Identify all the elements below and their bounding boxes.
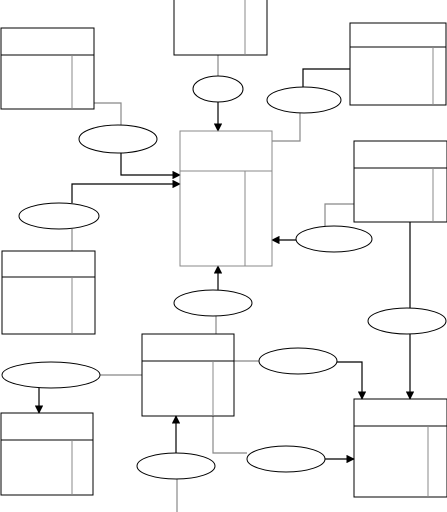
connectors	[34, 55, 415, 512]
entity-box	[173, 0, 268, 56]
relationships	[1, 75, 447, 480]
entity-center	[179, 130, 273, 267]
entity-box	[0, 412, 94, 496]
relationship-center-right	[258, 347, 338, 375]
relationship-bottom-right	[246, 445, 326, 473]
connector-left-upper-arrow	[120, 153, 181, 180]
connector-top-left-entity	[94, 102, 122, 125]
connector-top-right-entity	[302, 68, 350, 87]
entity-box	[353, 140, 447, 223]
relationship-left-upper	[78, 124, 158, 154]
entity-box	[353, 398, 447, 498]
relationship-center-bottom	[173, 289, 253, 317]
connector-right-mid-entity	[324, 203, 354, 226]
entity-box	[141, 333, 235, 417]
entity-top-left	[0, 27, 95, 110]
relationship-top-right	[266, 86, 342, 114]
connector-bottom-entity-down	[212, 416, 247, 454]
entity-top-center	[173, 0, 268, 56]
connector-center-right-arrow	[337, 361, 367, 400]
entity-box	[0, 27, 95, 110]
relationship-right-lower	[367, 307, 447, 335]
connector-top-right-center	[272, 113, 301, 142]
entities	[0, 0, 447, 498]
entity-bottom-right	[353, 398, 447, 498]
entity-box	[349, 22, 447, 106]
entity-bottom-center	[141, 333, 235, 417]
entity-box	[179, 130, 273, 267]
relationship-left-mid	[18, 202, 100, 230]
entity-left-mid	[1, 250, 96, 335]
entity-top-right	[349, 22, 447, 106]
relationship-right-mid	[295, 225, 373, 253]
entity-box	[1, 250, 96, 335]
entity-bottom-left	[0, 412, 94, 496]
relationship-bottom-center	[136, 452, 216, 480]
relationship-left-lower	[1, 361, 101, 389]
entity-right-mid	[353, 140, 447, 223]
relationship-top-center	[192, 75, 244, 103]
connector-left-mid-arrow	[71, 179, 181, 203]
